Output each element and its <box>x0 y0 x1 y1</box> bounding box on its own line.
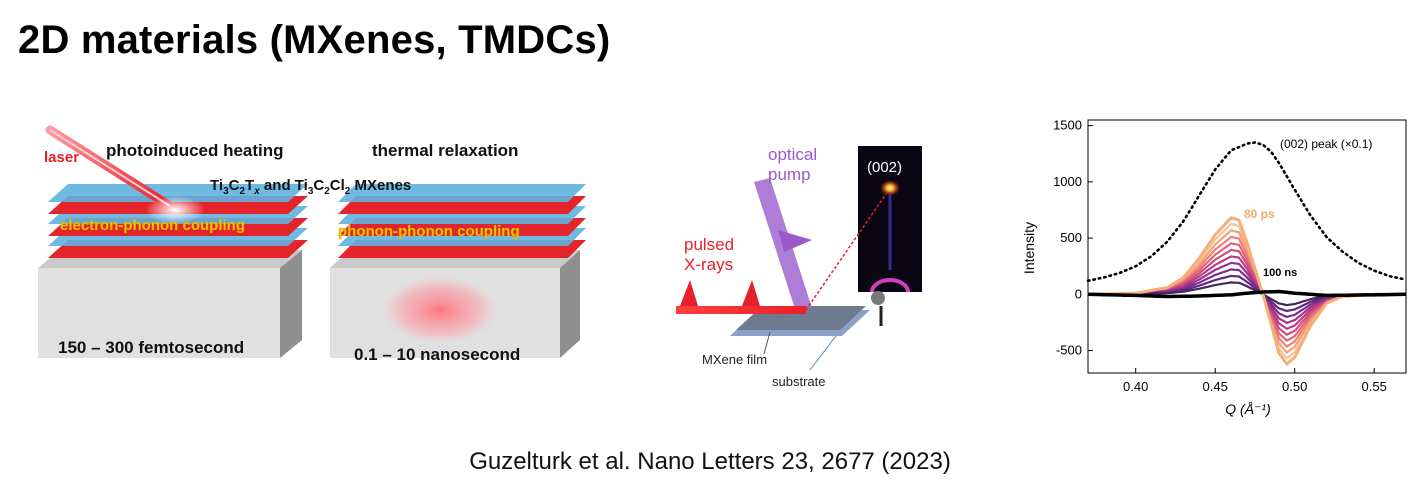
optical-pump-beam <box>754 178 812 312</box>
x-tick-label: 0.55 <box>1362 379 1387 394</box>
time-label-left: 150 – 300 femtosecond <box>58 338 244 357</box>
materials-label: Ti3C2Tx and Ti3C2Cl2 MXenes <box>210 177 411 197</box>
pump-probe-setup-schematic: (002) optical pump pulsed X-rays MXene f… <box>676 145 922 389</box>
series-line-peak-002 <box>1086 141 1408 283</box>
coupling-label-right: phonon-phonon coupling <box>338 223 520 240</box>
heating-relaxation-schematic: laser photoinduced heating thermal relax… <box>38 125 586 364</box>
y-tick-label: 0 <box>1075 286 1082 301</box>
time-label-right: 0.1 – 10 nanosecond <box>354 345 520 364</box>
y-axis-label: Intensity <box>1021 222 1037 274</box>
x-tick-label: 0.45 <box>1203 379 1228 394</box>
intensity-vs-q-chart: 0.40 0.45 0.50 0.55 -500 0 500 1000 1500 Intensi… <box>1021 118 1408 417</box>
annotation-80ps: 80 ps <box>1244 207 1275 221</box>
mxene-film-label: MXene film <box>702 352 767 367</box>
laser-label: laser <box>44 149 79 166</box>
beamstop <box>871 291 885 326</box>
laser-beam <box>45 125 205 224</box>
optical-pump-label: optical pump <box>768 145 822 184</box>
xray-beam <box>676 193 887 314</box>
substrate-block-right <box>330 250 580 358</box>
heading-thermal-relaxation: thermal relaxation <box>372 141 518 160</box>
y-tick-label: 500 <box>1060 230 1082 245</box>
heading-photoinduced-heating: photoinduced heating <box>106 141 284 160</box>
annotation-002-peak: (002) peak (×0.1) <box>1280 137 1372 151</box>
coupling-label-left: electron-phonon coupling <box>60 217 245 234</box>
layer-stack-right <box>338 184 586 258</box>
series-line-100ns <box>1087 289 1406 299</box>
y-tick-label: 1000 <box>1053 174 1082 189</box>
slide-title: 2D materials (MXenes, TMDCs) <box>18 18 611 62</box>
y-tick-label: -500 <box>1056 343 1082 358</box>
substrate-label: substrate <box>772 374 825 389</box>
diffraction-detector-image: (002) <box>858 146 922 293</box>
y-tick-label: 1500 <box>1053 118 1082 133</box>
citation-caption: Guzelturk et al. Nano Letters 23, 2677 (… <box>469 448 951 475</box>
annotation-100ns: 100 ns <box>1263 267 1297 279</box>
peak-label: (002) <box>867 159 902 176</box>
x-tick-label: 0.40 <box>1123 379 1148 394</box>
x-axis-label: Q (Å⁻¹) <box>1225 401 1271 417</box>
x-tick-label: 0.50 <box>1282 379 1307 394</box>
xray-label: pulsed X-rays <box>684 235 739 274</box>
